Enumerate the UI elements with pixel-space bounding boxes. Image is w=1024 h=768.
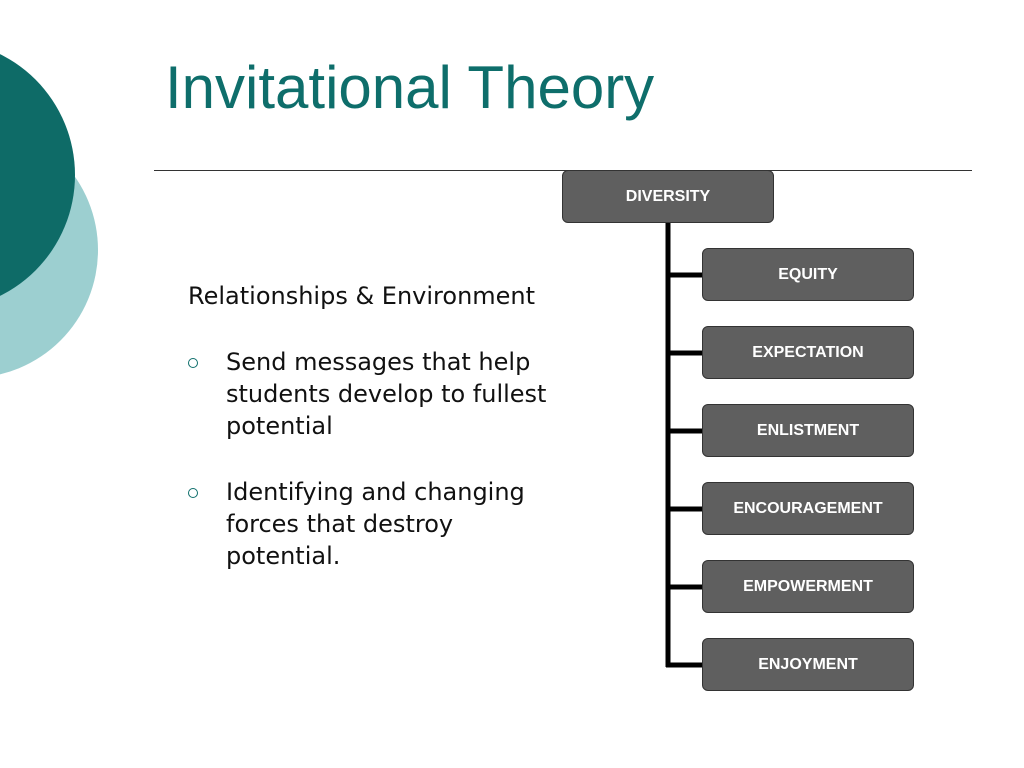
bullet-text: Send messages that help students develop… (226, 348, 547, 440)
dark-teal-circle (0, 54, 75, 296)
diagram-node-enlistment: ENLISTMENT (702, 404, 914, 457)
diagram-node-equity: EQUITY (702, 248, 914, 301)
diagram-root-node: DIVERSITY (562, 170, 774, 223)
bullet-item: Identifying and changing forces that des… (188, 476, 548, 572)
slide-body: Relationships & Environment Send message… (188, 280, 548, 572)
bullet-item: Send messages that help students develop… (188, 346, 548, 442)
diagram-node-expectation: EXPECTATION (702, 326, 914, 379)
diagram-node-enjoyment: ENJOYMENT (702, 638, 914, 691)
title-divider (154, 170, 972, 171)
diagram-node-encouragement: ENCOURAGEMENT (702, 482, 914, 535)
bullet-list: Send messages that help students develop… (188, 346, 548, 572)
decorative-circles (0, 54, 98, 375)
intro-text: Relationships & Environment (188, 282, 536, 310)
hollow-circle-bullet-icon (188, 488, 198, 498)
bullet-text: Identifying and changing forces that des… (226, 478, 525, 570)
slide-title: Invitational Theory (165, 54, 655, 121)
diagram-node-empowerment: EMPOWERMENT (702, 560, 914, 613)
hollow-circle-bullet-icon (188, 358, 198, 368)
